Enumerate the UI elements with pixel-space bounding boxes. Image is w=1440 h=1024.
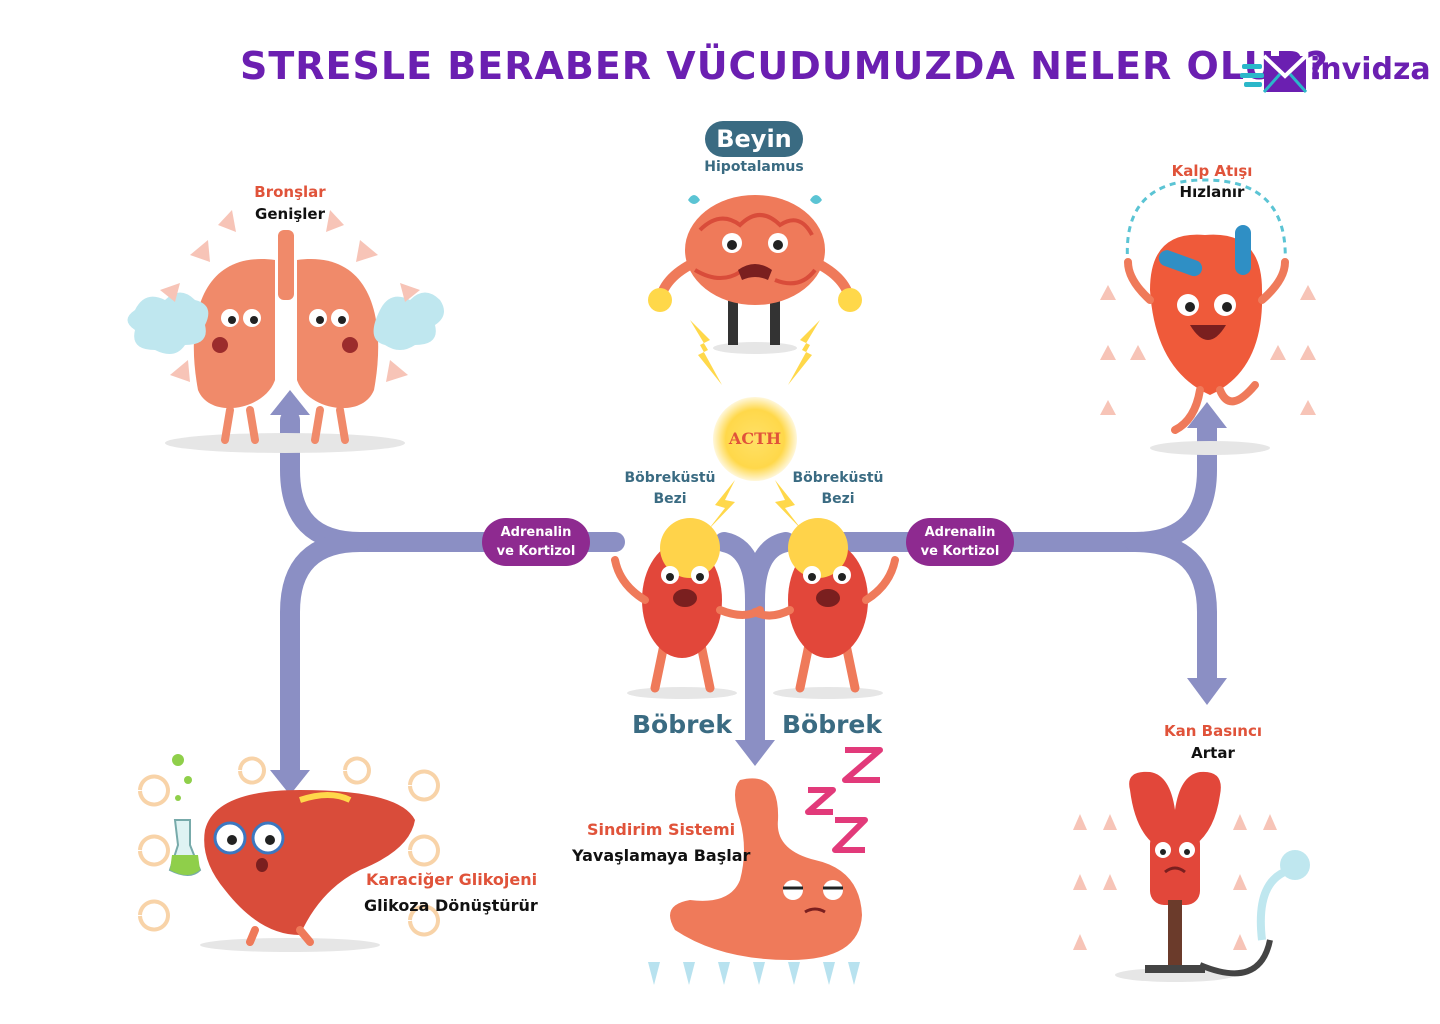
blood-pressure-illustration bbox=[1073, 771, 1310, 982]
brain-label: Beyin bbox=[716, 125, 792, 153]
bolt-icon bbox=[775, 480, 802, 530]
arrow-up-lungs bbox=[270, 390, 310, 415]
arrow-down-bp bbox=[1187, 678, 1227, 705]
adrenal-right-label-1: Böbreküstü bbox=[792, 470, 884, 486]
arrow-down-stomach bbox=[735, 740, 775, 766]
bp-desc: Artar bbox=[1191, 744, 1235, 762]
zzz-icon bbox=[842, 747, 883, 783]
lightning-bolts bbox=[690, 320, 820, 530]
bolt-icon bbox=[690, 320, 722, 385]
logo-text: invidza bbox=[1310, 52, 1431, 87]
bolt-icon bbox=[708, 480, 735, 530]
pipe-to-blood-pressure bbox=[1125, 532, 1217, 690]
kidney-left-illustration bbox=[611, 518, 764, 699]
kidney-left-label: Böbrek bbox=[631, 710, 733, 739]
adrenal-left-label-1: Böbreküstü bbox=[624, 470, 716, 486]
arrow-heads bbox=[270, 390, 1227, 795]
brain-label-pill: Beyin bbox=[705, 121, 803, 157]
digestion-desc: Yavaşlamaya Başlar bbox=[572, 846, 751, 865]
liver-desc: Glikoza Dönüştürür bbox=[364, 896, 538, 915]
acth-label: ACTH bbox=[728, 429, 782, 448]
kidney-right-illustration bbox=[751, 518, 899, 699]
kidney-right-label: Böbrek bbox=[781, 710, 883, 739]
page-title: STRESLE BERABER VÜCUDUMUZDA NELER OLUR? bbox=[240, 44, 1329, 88]
hormone-left-line-2: ve Kortizol bbox=[496, 544, 576, 559]
lungs-desc: Genişler bbox=[255, 205, 325, 223]
adrenal-left-label-2: Bezi bbox=[653, 491, 687, 507]
stomach-illustration bbox=[648, 747, 883, 985]
logo-mark-icon bbox=[1240, 54, 1308, 93]
liver-illustration bbox=[138, 754, 440, 952]
lungs-illustration bbox=[127, 210, 444, 453]
center-pipe-right bbox=[745, 532, 796, 610]
acth-sun bbox=[713, 397, 797, 481]
adrenal-right-label-2: Bezi bbox=[821, 491, 855, 507]
bolt-icon bbox=[788, 320, 820, 385]
liver-title: Karaciğer Glikojeni bbox=[366, 870, 538, 889]
pipe-to-liver bbox=[280, 532, 370, 780]
arrow-up-heart bbox=[1187, 402, 1227, 428]
digestion-title: Sindirim Sistemi bbox=[587, 820, 736, 839]
heart-title: Kalp Atışı bbox=[1171, 162, 1253, 180]
heart-illustration bbox=[1100, 178, 1316, 455]
hormone-right-line-1: Adrenalin bbox=[924, 525, 996, 540]
lungs-title: Bronşlar bbox=[254, 183, 326, 201]
brand-logo: invidza bbox=[1240, 46, 1431, 102]
hormone-left-pill: Adrenalin ve Kortizol bbox=[482, 518, 590, 566]
arrow-down-liver bbox=[270, 770, 310, 795]
hormone-left-line-1: Adrenalin bbox=[500, 525, 572, 540]
heart-desc: Hızlanır bbox=[1179, 183, 1245, 201]
brain-illustration bbox=[648, 195, 862, 354]
brain-sub-label: Hipotalamus bbox=[704, 159, 804, 175]
hormone-right-pill: Adrenalin ve Kortizol bbox=[906, 518, 1014, 566]
bp-title: Kan Basıncı bbox=[1164, 722, 1262, 740]
hormone-right-line-2: ve Kortizol bbox=[920, 544, 1000, 559]
